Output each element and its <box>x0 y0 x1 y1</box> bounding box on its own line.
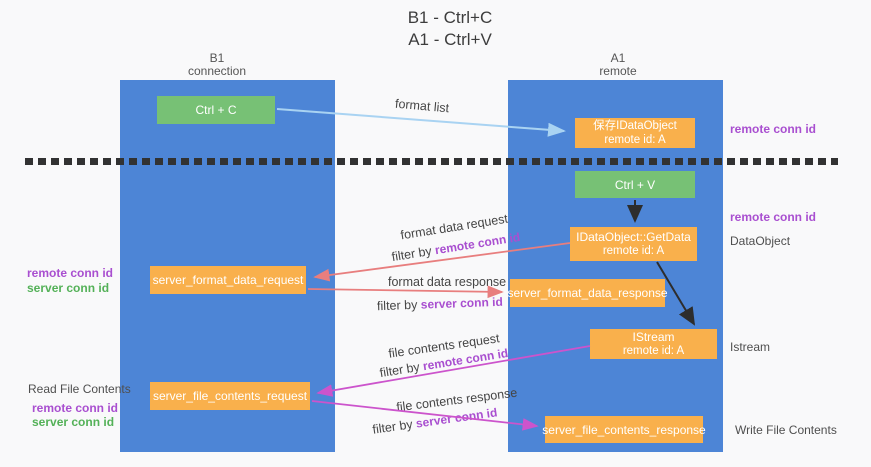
format-data-response-arrow <box>307 285 504 299</box>
save-idataobject-line1: 保存IDataObject <box>593 120 677 132</box>
ctrl-v-box: Ctrl + V <box>575 171 695 198</box>
file-response-label: server_file_contents_response <box>542 422 706 437</box>
filter-by-text: filter by <box>390 243 437 265</box>
right-column-name: A1 <box>610 51 626 65</box>
diagram-title: B1 - Ctrl+C A1 - Ctrl+V <box>330 7 570 51</box>
idataobject-getdata-box: IDataObject::GetData remote id: A <box>570 227 697 261</box>
filter-by-text: filter by <box>378 359 425 381</box>
server-conn-id-text: server conn id <box>420 294 504 312</box>
server-file-contents-response-box: server_file_contents_response <box>542 416 706 443</box>
ctrl-v-label: Ctrl + V <box>614 177 656 192</box>
left-server-conn-id-label-1: server conn id <box>27 281 110 295</box>
session-separator-dashed-line <box>25 158 838 165</box>
save-idataobject-box: 保存IDataObject remote id: A <box>575 118 695 148</box>
filter-by-server-conn-id-label-1: filter by server conn id <box>377 295 503 313</box>
left-column-role: connection <box>187 64 247 78</box>
server-file-contents-request-box: server_file_contents_request <box>150 382 310 410</box>
istream-side-label: Istream <box>730 340 771 354</box>
title-line-2: A1 - Ctrl+V <box>408 30 492 49</box>
read-file-contents-label: Read File Contents <box>28 382 131 396</box>
write-file-contents-label: Write File Contents <box>735 423 837 437</box>
format-response-label: server_format_data_response <box>507 286 668 300</box>
getdata-line2: remote id: A <box>602 245 665 257</box>
filter-by-text: filter by <box>371 416 417 437</box>
istream-box: IStream remote id: A <box>590 329 717 359</box>
istream-line2: remote id: A <box>622 345 685 357</box>
left-server-conn-id-label-2: server conn id <box>32 415 115 429</box>
dataobject-label: DataObject <box>730 234 791 248</box>
ctrl-c-label: Ctrl + C <box>195 103 237 117</box>
format-request-label: server_format_data_request <box>152 273 304 287</box>
title-line-1: B1 - Ctrl+C <box>407 8 493 27</box>
filter-by-text: filter by <box>376 297 422 314</box>
right-column-role: remote <box>599 64 637 78</box>
getdata-line1: IDataObject::GetData <box>576 230 691 244</box>
format-data-response-label: format data response <box>388 275 507 289</box>
left-remote-conn-id-label-2: remote conn id <box>32 401 119 415</box>
filter-by-server-conn-id-label-2: filter by server conn id <box>372 405 499 436</box>
left-column-name: B1 <box>209 51 225 65</box>
format-list-label: format list <box>394 96 450 116</box>
left-remote-conn-id-label-1: remote conn id <box>27 266 114 280</box>
ctrl-c-box: Ctrl + C <box>157 96 275 124</box>
right-column-header: A1 remote <box>548 52 688 78</box>
right-remote-conn-id-label-1: remote conn id <box>730 122 817 136</box>
file-request-label: server_file_contents_request <box>152 389 308 403</box>
server-format-data-response-box: server_format_data_response <box>507 279 668 307</box>
left-column-header: B1 connection <box>147 52 287 78</box>
save-idataobject-line2: remote id: A <box>604 134 666 146</box>
istream-line1: IStream <box>632 330 675 344</box>
server-format-data-request-box: server_format_data_request <box>150 266 306 294</box>
right-remote-conn-id-label-2: remote conn id <box>730 210 817 224</box>
